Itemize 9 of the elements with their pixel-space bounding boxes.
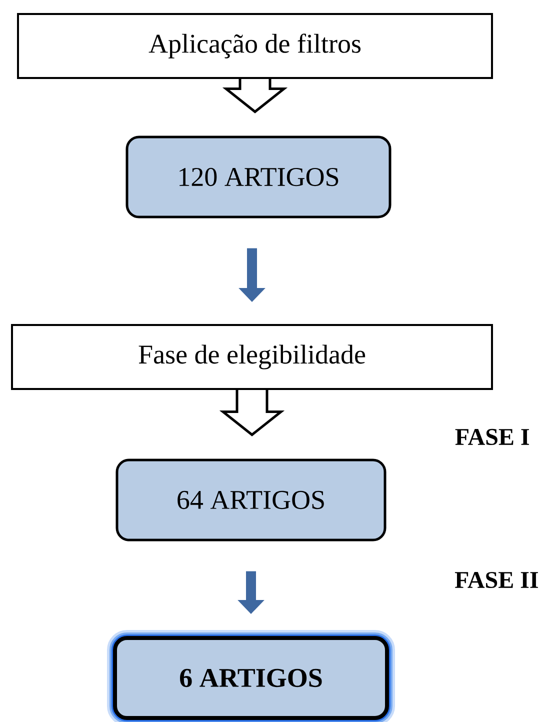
- hollow-arrow: [222, 78, 288, 114]
- rounded-box: 64 ARTIGOS: [116, 458, 386, 542]
- hollow-arrow: [219, 388, 285, 436]
- phase-label: FASE II: [454, 572, 538, 588]
- rounded-box: 120 ARTIGOS: [126, 136, 392, 218]
- phase-label: FASE I: [455, 428, 529, 446]
- text-box: Aplicação de filtros: [17, 13, 493, 79]
- text-box: Fase de elegibilidade: [11, 324, 493, 390]
- highlighted-box: 6 ARTIGOS: [107, 630, 395, 722]
